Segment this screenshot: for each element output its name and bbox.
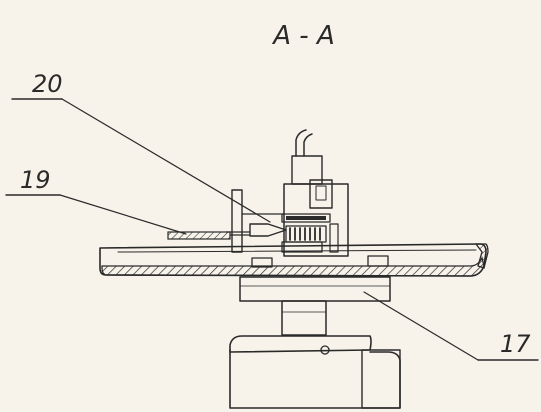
callout-20: 20 [11, 70, 271, 223]
hub [239, 276, 391, 302]
callout-17-label: 17 [500, 330, 531, 358]
spring-coil [285, 225, 327, 243]
workpiece-strip [167, 231, 251, 240]
plate-block-right [367, 255, 389, 267]
callout-19: 19 [5, 166, 187, 235]
section-title: A - A [271, 21, 334, 51]
plate-block-left [251, 257, 273, 268]
callout-19-label: 19 [20, 166, 51, 194]
mechanism [225, 129, 349, 257]
shaft [281, 300, 327, 336]
callout-20-label: 20 [32, 70, 63, 98]
turntable-plate [99, 243, 489, 277]
callout-17: 17 [363, 291, 539, 361]
base-housing [229, 335, 401, 409]
